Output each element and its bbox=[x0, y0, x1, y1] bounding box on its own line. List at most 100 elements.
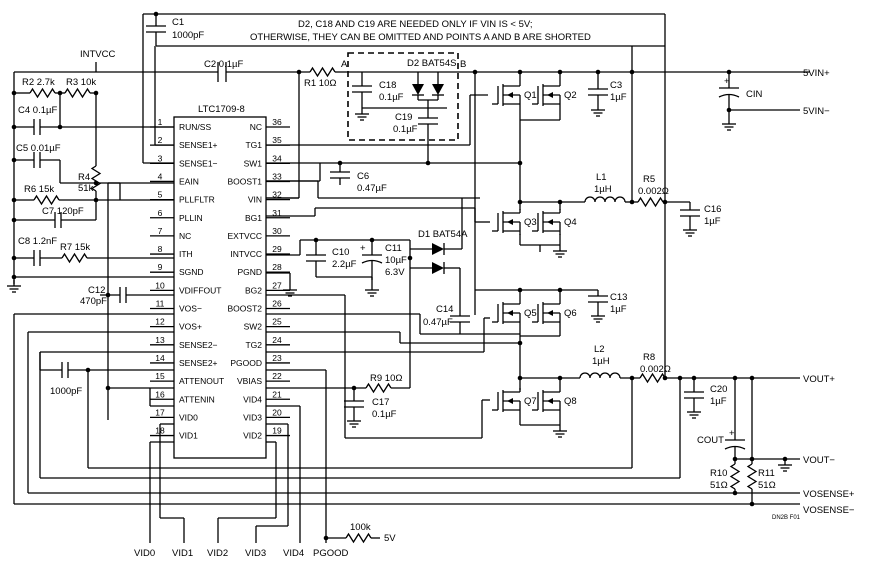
c10-ref: C10 bbox=[332, 247, 349, 258]
ic-pin-number: 6 bbox=[158, 208, 163, 218]
cin-label: CIN bbox=[746, 89, 763, 100]
q8-label: Q8 bbox=[564, 396, 577, 407]
ic-pin-number: 32 bbox=[272, 190, 282, 200]
ic-pin-number: 30 bbox=[272, 226, 282, 236]
r10-ref: R10 bbox=[710, 468, 727, 479]
note-line-1: D2, C18 AND C19 ARE NEEDED ONLY IF VIN I… bbox=[298, 19, 533, 30]
c13-ref: C13 bbox=[610, 292, 627, 303]
ic-pin-label: PGND bbox=[237, 267, 262, 277]
ic-pin-number: 14 bbox=[155, 353, 165, 363]
c14-ref: C14 bbox=[436, 304, 453, 315]
c1-value: 1000pF bbox=[172, 30, 204, 41]
ic-pin-label: BG1 bbox=[245, 213, 262, 223]
ic-pin-label: VBIAS bbox=[237, 376, 262, 386]
r-100k-resistor bbox=[345, 532, 372, 544]
ic-pin-number: 20 bbox=[272, 407, 282, 417]
ic-pin-label: TG1 bbox=[245, 140, 262, 150]
cout-plus: + bbox=[729, 428, 735, 439]
ic-pin-label: SENSE2+ bbox=[179, 358, 218, 368]
ic-pin-label: BOOST1 bbox=[228, 176, 263, 186]
c1-capacitor: C1 1000pF bbox=[143, 11, 665, 47]
net-vid0: VID0 bbox=[134, 548, 155, 559]
ic-pin-number: 2 bbox=[158, 135, 163, 145]
ic-pin-number: 25 bbox=[272, 317, 282, 327]
cin-plus: + bbox=[724, 76, 730, 87]
ic-right-pins: 36NC35TG134SW133BOOST132VIN31BG130EXTVCC… bbox=[228, 117, 290, 441]
ic-pin-label: SW2 bbox=[244, 322, 263, 332]
ic-pin-number: 8 bbox=[158, 244, 163, 254]
r6-resistor bbox=[33, 194, 60, 206]
c14-value: 0.47µF bbox=[423, 317, 453, 328]
net-5vin-plus: 5VIN+ bbox=[803, 68, 830, 79]
net-vid1: VID1 bbox=[172, 548, 193, 559]
c2-label: C2 0.1µF bbox=[204, 59, 243, 70]
c11-plus: + bbox=[360, 243, 366, 254]
ic-pin-label: ITH bbox=[179, 249, 193, 259]
r4-value: 51k bbox=[78, 183, 94, 194]
r1-label: R1 10Ω bbox=[304, 78, 336, 89]
c8-label: C8 1.2nF bbox=[18, 236, 57, 247]
c12-value: 470pF bbox=[80, 296, 107, 307]
intvcc-label: INTVCC bbox=[80, 49, 116, 60]
ic-pin-number: 34 bbox=[272, 153, 282, 163]
l2-value: 1µH bbox=[592, 356, 610, 367]
ic-pin-label: VOS+ bbox=[179, 322, 202, 332]
ic-pin-label: EXTVCC bbox=[228, 231, 262, 241]
c6-ref: C6 bbox=[357, 171, 369, 182]
r2-label: R2 2.7k bbox=[22, 77, 55, 88]
l1-ref: L1 bbox=[596, 172, 607, 183]
mosfet-q1: Q1 bbox=[492, 82, 537, 108]
r6-label: R6 15k bbox=[24, 184, 54, 195]
ic-body bbox=[173, 116, 267, 459]
c16-value: 1µF bbox=[704, 216, 721, 227]
ic-pin-label: NC bbox=[179, 231, 191, 241]
ic-pin-number: 27 bbox=[272, 280, 282, 290]
ic-pin-label: VIN bbox=[248, 195, 262, 205]
note-line-2: OTHERWISE, THEY CAN BE OMITTED AND POINT… bbox=[250, 32, 591, 43]
ic-pin-number: 4 bbox=[158, 171, 163, 181]
ic-pin-label: SW1 bbox=[244, 158, 263, 168]
c20-value: 1µF bbox=[710, 396, 727, 407]
q4-label: Q4 bbox=[564, 217, 577, 228]
point-b: B bbox=[460, 59, 466, 70]
mosfet-q6: Q6 bbox=[532, 300, 577, 326]
net-5vin-minus: 5VIN− bbox=[803, 106, 830, 117]
ic-pin-label: SGND bbox=[179, 267, 204, 277]
ic-pin-number: 9 bbox=[158, 262, 163, 272]
ic-pin-label: ATTENIN bbox=[179, 394, 215, 404]
ic-pin-number: 12 bbox=[155, 317, 165, 327]
net-vosense-plus: VOSENSE+ bbox=[803, 489, 855, 500]
ic-pin-number: 36 bbox=[272, 117, 282, 127]
ic-pin-number: 16 bbox=[155, 389, 165, 399]
c19-ref: C19 bbox=[395, 112, 412, 123]
ic-pin-number: 1 bbox=[158, 117, 163, 127]
q3-label: Q3 bbox=[524, 217, 537, 228]
c10-value: 2.2µF bbox=[332, 259, 357, 270]
ic-pin-number: 23 bbox=[272, 353, 282, 363]
mosfet-q2: Q2 bbox=[532, 82, 577, 108]
net-vout-plus: VOUT+ bbox=[803, 374, 835, 385]
r7-resistor bbox=[61, 252, 88, 264]
r-100k-label: 100k bbox=[350, 522, 371, 533]
mosfet-q4: Q4 bbox=[532, 209, 577, 235]
ic-pin-label: SENSE2− bbox=[179, 340, 218, 350]
d1-diode-pair bbox=[409, 240, 462, 274]
r9-label: R9 10Ω bbox=[370, 373, 402, 384]
c3-value: 1µF bbox=[610, 92, 627, 103]
ic-pin-label: VOS− bbox=[179, 304, 202, 314]
ic-pin-number: 3 bbox=[158, 153, 163, 163]
ic-pin-label: VID0 bbox=[179, 412, 198, 422]
net-vosense-minus: VOSENSE− bbox=[803, 505, 855, 516]
l1-value: 1µH bbox=[594, 184, 612, 195]
ic-pin-number: 33 bbox=[272, 171, 282, 181]
d1-label: D1 BAT54A bbox=[418, 229, 468, 240]
l2-inductor bbox=[579, 372, 621, 379]
c4-label: C4 0.1µF bbox=[18, 105, 57, 116]
ic-pin-number: 7 bbox=[158, 226, 163, 236]
ic-pin-label: PLLFLTR bbox=[179, 195, 215, 205]
pgood-pullup-5v: 5V bbox=[384, 533, 396, 544]
q1-label: Q1 bbox=[524, 90, 537, 101]
ic-pin-number: 29 bbox=[272, 244, 282, 254]
r11-resistor bbox=[746, 463, 758, 490]
